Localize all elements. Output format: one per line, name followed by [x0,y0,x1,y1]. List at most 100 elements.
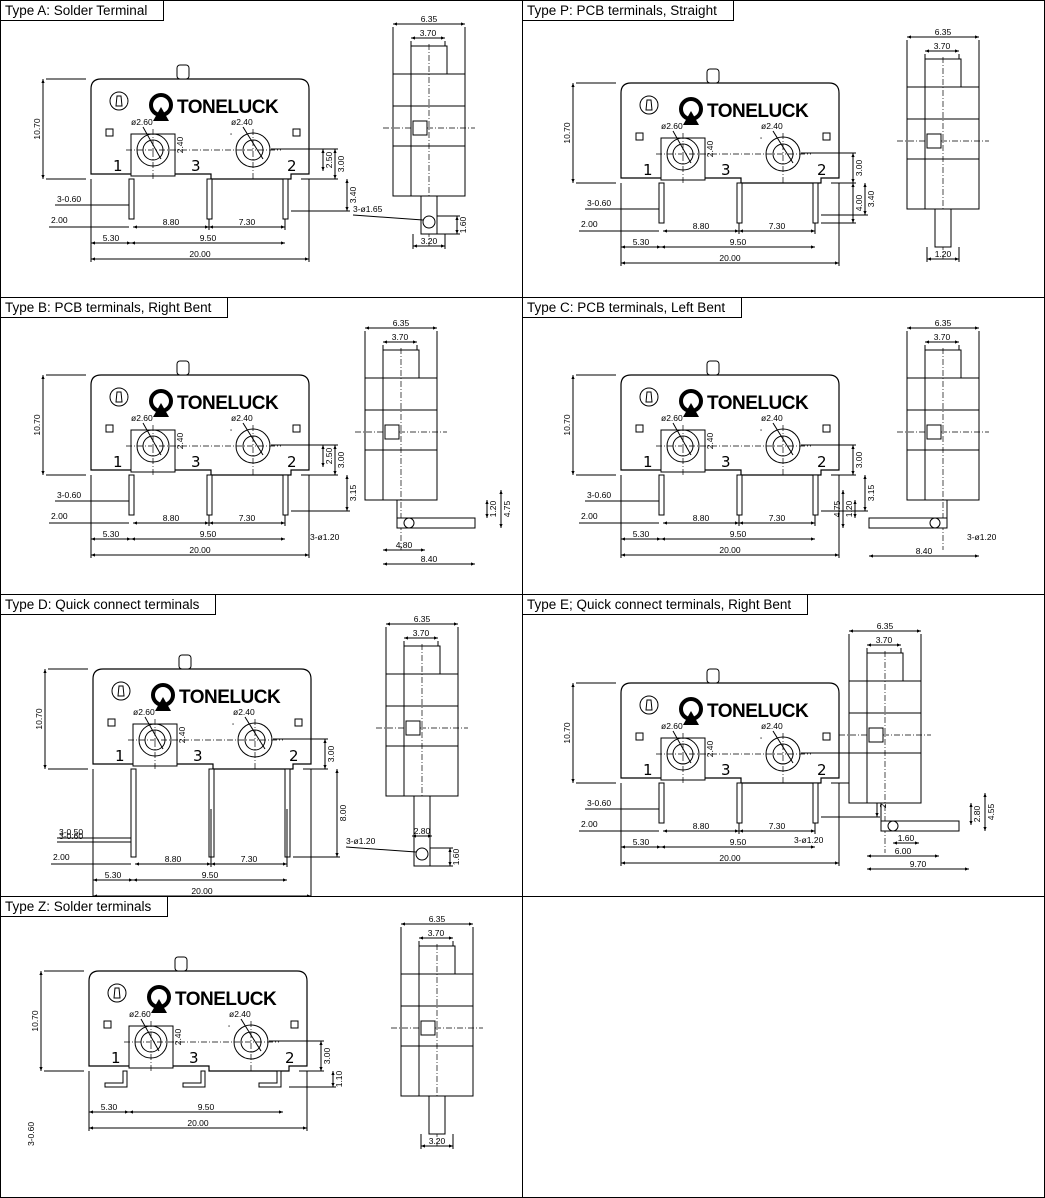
dim-2-00: 2.00 [581,511,598,521]
dimension-label: 10.70 [34,708,44,730]
dimension-label: 8.80 [163,513,180,523]
terminal-hole [929,517,941,529]
dimension-arrow [89,1110,93,1114]
leader-line [352,214,424,221]
dim-2-00: 2.00 [581,819,598,829]
actuator-button [706,668,720,684]
dimension-arrow [333,175,337,179]
mount-mark [822,424,831,433]
dimension-label: 5.30 [103,529,120,539]
terminal-2-label: 2 [817,761,827,779]
terminal-side [934,208,952,248]
side-hole-label: 3-ø1.65 [353,204,383,214]
dimension-arrow [835,553,839,557]
dimension-arrow [383,548,387,552]
hole-left-diameter: ø2.60 [131,117,153,127]
logo-wedge [153,403,169,417]
dimension-arrow [897,643,901,647]
terminal-3-label: 3 [189,1049,199,1067]
dimension-label: 7.30 [241,854,258,864]
dimension-arrow [127,537,131,541]
terminal-1-label: 1 [111,1049,121,1067]
dimension-label: 3.70 [413,628,430,638]
mount-mark [290,1020,299,1029]
hole-right-diameter: ø2.40 [233,707,255,717]
leader-line [142,126,162,160]
dimension-arrow [411,36,415,40]
leader-line [772,422,794,456]
panel-title: Type C: PCB terminals, Left Bent [523,298,743,318]
dimension-arrow [207,862,211,866]
side-slot [868,727,884,743]
bent-terminal [880,803,960,832]
hole-right-diameter: ø2.40 [761,413,783,423]
smd-terminal [258,1070,282,1088]
pin-spec: 3-0.60 [57,194,81,204]
dimension-arrow [867,854,871,858]
dimension-arrow [739,829,743,833]
dim-2-40: 2.40 [705,140,715,157]
brand-name: TONELUCK [707,101,809,122]
dimension-arrow [851,179,855,183]
dimension-arrow [209,225,213,229]
dimension-label: 6.35 [414,614,431,624]
tolerance-icon-mark [115,391,123,403]
dimension-arrow [811,829,815,833]
dim-2-00: 2.00 [581,219,598,229]
dimension-arrow [321,149,325,153]
dim-2-40: 2.40 [175,432,185,449]
dimension-arrow [383,562,387,566]
dimension-label: 5.30 [633,237,650,247]
side-hole-label: 3-ø1.20 [794,835,824,845]
terminal-3-label: 3 [721,761,731,779]
dimension-arrow [127,241,131,245]
dimension-arrow [661,537,665,541]
dimension-arrow [333,471,337,475]
dimension-arrow [91,241,95,245]
side-slot [926,424,942,440]
dimension-arrow [345,507,349,511]
dimension-label: 5.30 [105,870,122,880]
toneluck-logo-icon [147,985,171,1013]
toneluck-logo-icon [679,697,703,725]
toneluck-logo-icon [679,389,703,417]
dimension-arrow [43,765,47,769]
terminal-pin [812,182,819,224]
dimension-arrow [863,475,867,479]
dimension-arrow [485,514,489,518]
dim-2-00: 2.00 [53,852,70,862]
dimension-arrow [455,230,459,234]
dimension-arrow [983,827,987,831]
dimension-arrow [835,261,839,265]
dimension-arrow [975,554,979,558]
panel-type-p: Type P: PCB terminals, Straight TONELUCK… [522,0,1045,298]
dimension-label: 8.40 [916,546,933,556]
dim-2-00: 2.00 [51,511,68,521]
side-slot [412,120,428,136]
dimension-label: 3.00 [326,745,336,762]
side-hole-label: 3-ø1.20 [310,532,340,542]
pin-spec: 3-0.60 [59,831,83,841]
dimension-arrow [975,35,979,39]
dimension-label: 5.30 [103,233,120,243]
dimension-arrow [335,769,339,773]
dimension-arrow [851,153,855,157]
dimension-arrow [205,521,209,525]
dimension-label: 3.00 [336,155,346,172]
dimension-arrow [211,862,215,866]
dimension-arrow [621,861,625,865]
actuator-button [174,956,188,972]
terminal-2-label: 2 [817,453,827,471]
mount-mark [822,132,831,141]
dimension-arrow [39,1067,43,1071]
actuator-button [706,360,720,376]
hole-right-diameter: ø2.40 [761,121,783,131]
dimension-arrow [863,211,867,215]
dimension-arrow [851,471,855,475]
dimension-arrow [283,862,287,866]
dimension-arrow [91,257,95,261]
